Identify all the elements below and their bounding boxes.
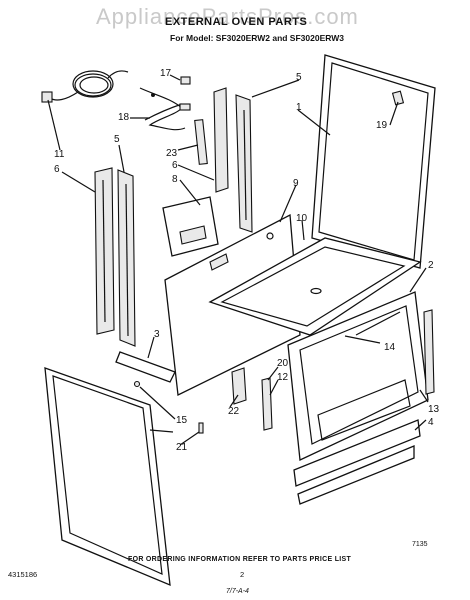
callout-1: 1 [296, 102, 302, 113]
callout-labels: 1 2 3 4 5 5 6 6 8 9 10 11 12 13 14 15 17… [54, 68, 440, 453]
callout-17: 17 [160, 68, 172, 79]
kick-plate-4[interactable] [293, 419, 421, 505]
callout-9: 9 [293, 178, 299, 189]
callout-8: 8 [172, 174, 178, 185]
leader-lines [47, 74, 429, 446]
strip-13[interactable] [423, 309, 435, 395]
bracket-8[interactable] [162, 196, 219, 257]
callout-6-left: 6 [54, 164, 60, 175]
door-frame-left[interactable] [44, 367, 171, 587]
callout-4: 4 [428, 417, 434, 428]
side-rail-5-rear[interactable] [235, 94, 253, 233]
clip-17[interactable] [180, 76, 191, 85]
callout-6-mid: 6 [172, 160, 178, 171]
callout-2: 2 [428, 260, 434, 271]
signature-mark: 7/7-A-4 [226, 588, 249, 595]
callout-22: 22 [228, 406, 240, 417]
callout-20: 20 [277, 358, 289, 369]
callout-15: 15 [176, 415, 188, 426]
bottom-rail-3[interactable] [115, 351, 176, 383]
screw-15[interactable] [133, 380, 141, 388]
power-cord-11[interactable] [41, 70, 129, 103]
callout-10: 10 [296, 213, 308, 224]
bracket-22[interactable] [231, 367, 247, 405]
watermark: AppliancePartsPros.com [96, 4, 359, 29]
door-frame-right[interactable] [311, 54, 436, 269]
screw-21[interactable] [198, 422, 204, 434]
diagram-code: 7135 [412, 541, 428, 548]
page-number: 2 [240, 570, 245, 579]
bracket-19[interactable] [391, 90, 405, 106]
callout-18: 18 [118, 112, 130, 123]
diagram-subtitle: For Model: SF3020ERW2 and SF3020ERW3 [170, 33, 344, 43]
rail-23[interactable] [194, 119, 208, 165]
diagram-title: EXTERNAL OVEN PARTS [165, 16, 308, 28]
front-frame-14[interactable] [287, 291, 429, 461]
ordering-note: FOR ORDERING INFORMATION REFER TO PARTS … [128, 556, 352, 563]
bracket-20[interactable] [261, 377, 273, 431]
callout-5-left: 5 [114, 134, 120, 145]
callout-13: 13 [428, 404, 440, 415]
top-panel[interactable] [208, 237, 422, 336]
callout-19: 19 [376, 120, 388, 131]
side-rail-6-rear[interactable] [213, 87, 229, 193]
callout-11: 11 [54, 149, 65, 160]
callout-3: 3 [154, 329, 160, 340]
callout-23: 23 [166, 148, 178, 159]
callout-14: 14 [384, 342, 396, 353]
callout-5-right: 5 [296, 72, 302, 83]
document-number: 4315186 [8, 570, 38, 579]
callout-12: 12 [277, 372, 289, 383]
wiring-harness-18[interactable] [139, 87, 191, 131]
callout-21: 21 [176, 442, 188, 453]
